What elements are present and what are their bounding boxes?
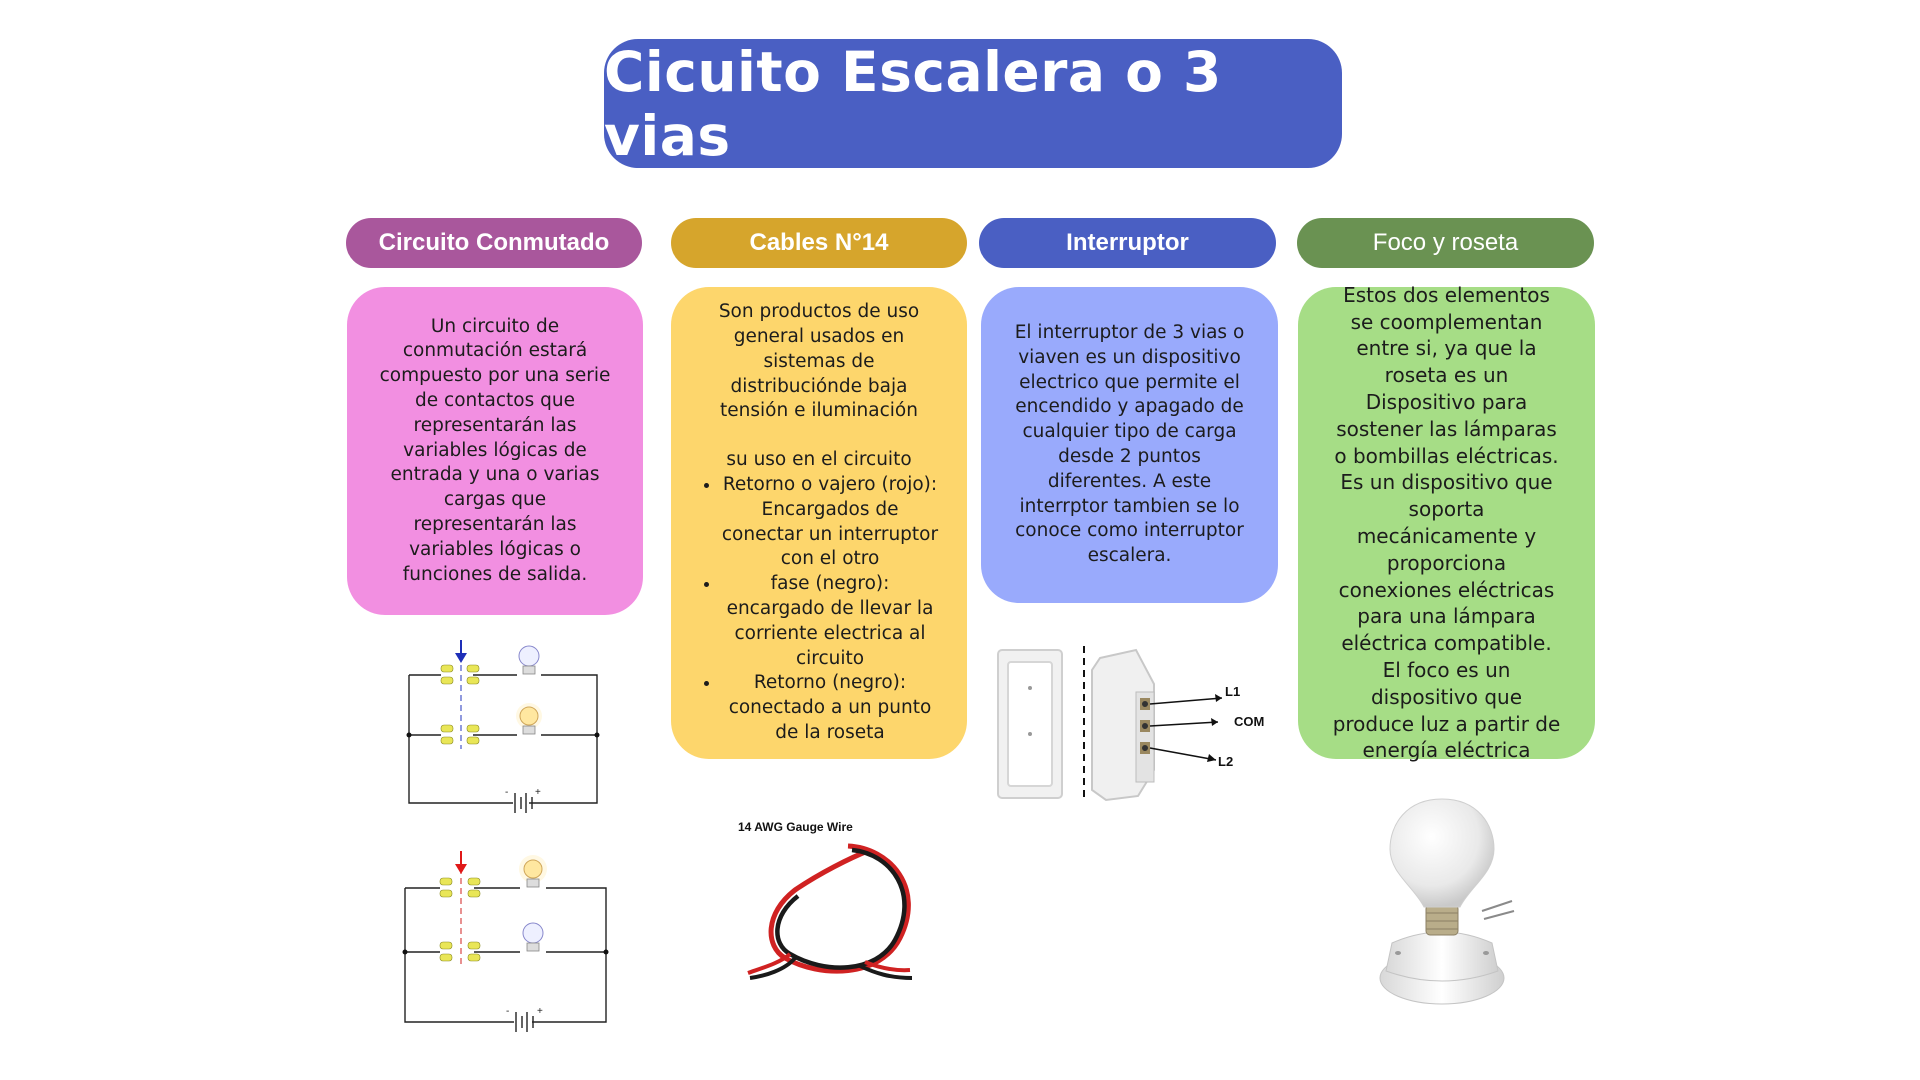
card-circuito-conmutado: Un circuito de conmutación estará compue…: [347, 287, 643, 615]
list-item: Retorno o vajero (rojo): Encargados de c…: [721, 473, 939, 572]
header-cables: Cables N°14: [671, 218, 967, 268]
header-foco-roseta: Foco y roseta: [1297, 218, 1594, 268]
wire-image-label: 14 AWG Gauge Wire: [738, 820, 853, 834]
list-item: Retorno (negro): conectado a un punto de…: [721, 671, 939, 745]
card-interruptor: El interruptor de 3 vias o viaven es un …: [981, 287, 1278, 603]
title-banner: Cicuito Escalera o 3 vias: [604, 39, 1342, 168]
card-foco-roseta: Estos dos elementos se coomplementan ent…: [1298, 283, 1595, 762]
header-interruptor: Interruptor: [979, 218, 1276, 268]
card-text: Estos dos elementos se coomplementan ent…: [1334, 282, 1559, 656]
circuit-diagram-off: -+: [406, 640, 600, 813]
terminal-label-com: COM: [1234, 714, 1264, 729]
header-circuito-conmutado: Circuito Conmutado: [346, 218, 642, 268]
bulb-socket-image: [1379, 798, 1515, 1005]
terminal-label-l2: L2: [1218, 754, 1233, 769]
terminal-label-l1: L1: [1225, 684, 1240, 699]
page-title: Cicuito Escalera o 3 vias: [604, 39, 1222, 168]
svg-text:-: -: [505, 787, 508, 798]
card-intro: Son productos de uso general usados en s…: [718, 301, 920, 422]
wire-icon: [747, 843, 913, 980]
card-subtitle: su uso en el circuito: [726, 449, 912, 471]
card-cables: Son productos de uso general usados en s…: [671, 287, 967, 759]
circuit-diagram-on: -+: [402, 851, 609, 1032]
list-item: fase (negro): encargado de llevar la cor…: [721, 572, 939, 671]
card-text: Un circuito de conmutación estará compue…: [379, 315, 611, 585]
cable-use-list: Retorno o vajero (rojo): Encargados de c…: [699, 473, 939, 746]
svg-text:+: +: [535, 787, 541, 798]
svg-text:-: -: [506, 1006, 509, 1017]
switch-image: L1 COM L2: [997, 646, 1264, 802]
svg-text:+: +: [537, 1006, 543, 1017]
card-text: El interruptor de 3 vias o viaven es un …: [1014, 322, 1245, 567]
card-text-2: El foco es un dispositivo que produce lu…: [1332, 657, 1561, 763]
